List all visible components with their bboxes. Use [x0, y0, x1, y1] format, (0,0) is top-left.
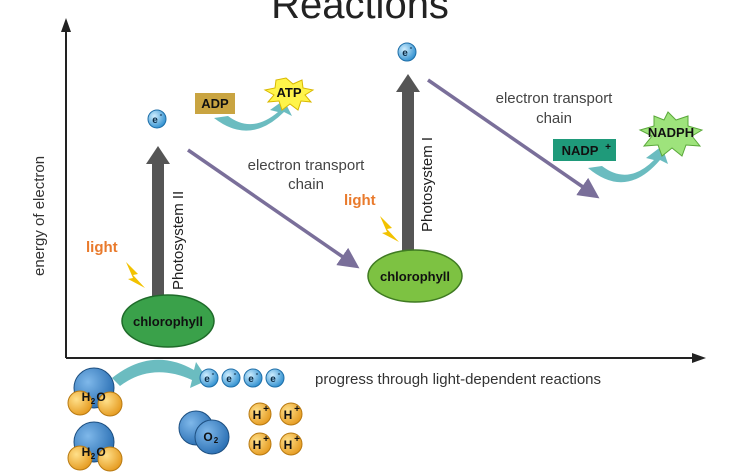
svg-text:+: + [263, 434, 269, 445]
svg-text:H: H [284, 438, 293, 452]
svg-text:O: O [203, 430, 212, 444]
svg-text:+: + [263, 404, 269, 415]
svg-text:+: + [294, 434, 300, 445]
oxygen-molecule: O 2 [178, 410, 230, 455]
svg-text:e: e [402, 48, 408, 59]
photosystem-i-arrow [396, 74, 420, 258]
nadp-box: NADP + [553, 139, 616, 161]
svg-text:e: e [204, 374, 210, 385]
lightning-bolt-icon [126, 262, 145, 288]
chlorophyll-ps2-label: chlorophyll [133, 314, 203, 329]
svg-text:H: H [253, 438, 262, 452]
atp-star: ATP [263, 77, 315, 111]
svg-text:-: - [160, 110, 163, 119]
light-label-ps2: light [86, 239, 118, 256]
svg-text:ATP: ATP [276, 85, 301, 100]
svg-text:+: + [294, 404, 300, 415]
nadp-to-nadph-arrow [588, 146, 668, 183]
adp-to-atp-arrow [214, 100, 292, 131]
electron-released: e - [243, 368, 263, 388]
chlorophyll-ps1: chlorophyll [367, 249, 463, 303]
hydrogen-ion: H + [248, 432, 272, 456]
y-axis-arrowhead [61, 18, 71, 32]
svg-text:2: 2 [91, 397, 96, 406]
svg-text:e: e [270, 374, 276, 385]
axes: energy of electron progress through ligh… [31, 18, 706, 388]
x-axis-arrowhead [692, 353, 706, 363]
svg-text:H: H [253, 408, 262, 422]
electron-ps1: e - [397, 42, 417, 62]
page-title: Reactions [271, 0, 449, 27]
svg-text:-: - [278, 369, 281, 378]
etc-label-2-line2: chain [536, 110, 572, 127]
chlorophyll-ps2: chlorophyll [121, 294, 215, 348]
electron-transport-arrow-1 [187, 148, 360, 269]
svg-text:-: - [256, 369, 259, 378]
lightning-bolt-icon [380, 216, 399, 242]
electron-released: e - [221, 368, 241, 388]
svg-text:H: H [284, 408, 293, 422]
svg-text:+: + [605, 142, 611, 153]
photosystem-i-label: Photosystem I [419, 137, 436, 232]
svg-text:e: e [152, 115, 158, 126]
svg-text:NADP: NADP [562, 143, 599, 158]
svg-text:-: - [212, 369, 215, 378]
photosystem-ii-arrow [146, 146, 170, 304]
svg-text:O: O [96, 445, 105, 459]
water-molecule: H 2 O [67, 367, 123, 417]
electron-ps2: e - [147, 109, 167, 129]
water-split-arrow [112, 359, 208, 388]
etc-label-1-line1: electron transport [248, 157, 366, 174]
svg-text:e: e [248, 374, 254, 385]
photosystem-ii-label: Photosystem II [170, 191, 187, 290]
released-electrons: e - e - e - e - [199, 368, 285, 388]
svg-text:NADPH: NADPH [648, 125, 694, 140]
electron-released: e - [265, 368, 285, 388]
svg-text:H: H [82, 390, 91, 404]
electron-transport-arrow-2 [427, 78, 600, 199]
svg-text:H: H [82, 445, 91, 459]
adp-box: ADP [195, 93, 235, 114]
hydrogen-ion: H + [279, 432, 303, 456]
svg-text:2: 2 [214, 436, 219, 445]
svg-text:2: 2 [91, 452, 96, 461]
x-axis-label: progress through light-dependent reactio… [315, 371, 601, 388]
y-axis-label: energy of electron [31, 156, 48, 276]
svg-text:-: - [410, 43, 413, 52]
etc-label-2-line1: electron transport [496, 90, 614, 107]
hydrogen-ions: H + H + H + H + [248, 402, 303, 456]
light-label-ps1: light [344, 192, 376, 209]
nadph-star: NADPH [638, 111, 704, 157]
hydrogen-ion: H + [248, 402, 272, 426]
svg-text:ADP: ADP [201, 96, 229, 111]
electron-released: e - [199, 368, 219, 388]
svg-text:O: O [96, 390, 105, 404]
etc-label-1-line2: chain [288, 176, 324, 193]
chlorophyll-ps1-label: chlorophyll [380, 269, 450, 284]
svg-text:e: e [226, 374, 232, 385]
svg-text:-: - [234, 369, 237, 378]
water-molecule: H 2 O [67, 421, 123, 472]
hydrogen-ion: H + [279, 402, 303, 426]
